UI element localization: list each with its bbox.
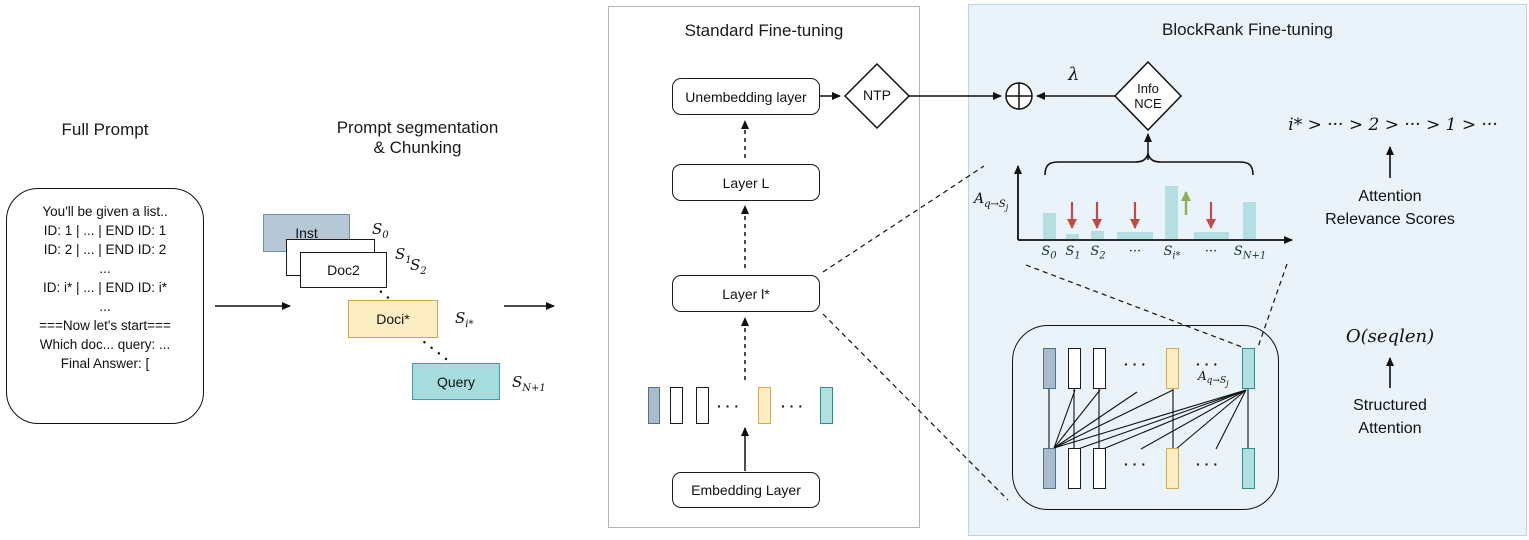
attn-top-block-doc: [1068, 348, 1081, 389]
layer-lstar-box: Layer l*: [672, 275, 820, 312]
segment-tag-sn1: SN+1: [512, 373, 546, 394]
attn-top-block-query: [1242, 348, 1255, 389]
full-prompt-title: Full Prompt: [61, 120, 149, 139]
attn-top-block-inst: [1043, 348, 1056, 389]
standard-panel-title: Standard Fine-tuning: [684, 21, 844, 40]
bar-sn1: [1243, 202, 1256, 239]
prompt-line: ID: i* | ... | END ID: i*: [42, 280, 168, 295]
prompt-line: ID: 1 | ... | END ID: 1: [43, 223, 167, 238]
attention-relevance-caption: Attention Relevance Scores: [1325, 188, 1455, 229]
chart-y-axis-label: Aq→Sj: [974, 191, 1009, 212]
attn-bottom-block-inst: [1043, 448, 1056, 489]
layer-L-box: Layer L: [672, 164, 820, 201]
bar-s2: [1091, 231, 1104, 239]
tick-s0: S0: [1041, 244, 1057, 262]
bar-mid: [1194, 232, 1229, 239]
ntp-label: NTP: [863, 87, 891, 103]
token-block-query: [820, 387, 833, 424]
structured-attention-caption: Structured Attention: [1353, 397, 1427, 438]
ellipsis-dots: ···: [1124, 456, 1150, 472]
segment-tag-s1: S1: [395, 245, 412, 266]
token-block-doc: [670, 387, 683, 424]
segment-tag-s2: S2: [410, 256, 427, 277]
complexity-label: O(seqlen): [1345, 326, 1435, 347]
bar-s0: [1043, 213, 1056, 239]
token-block-doc: [696, 387, 709, 424]
prompt-line: Which doc... query: ...: [39, 337, 171, 352]
bar-mid: [1117, 232, 1153, 239]
blockrank-panel-title: BlockRank Fine-tuning: [1161, 20, 1334, 39]
ranking-expression: i* > ··· > 2 > ··· > 1 > ···: [1288, 115, 1498, 135]
unembedding-layer-box: Unembedding layer: [672, 78, 820, 115]
ellipsis-dots: ···: [1196, 356, 1222, 372]
tick-s1: S1: [1065, 244, 1081, 262]
prompt-line: ...: [99, 299, 111, 314]
prompt-line: ID: 2 | ... | END ID: 2: [43, 242, 167, 257]
segment-tag-sistar: Si*: [455, 309, 474, 330]
tick-sistar: Si*: [1163, 244, 1181, 262]
ellipsis-dots: ···: [1124, 356, 1150, 372]
bar-s1: [1066, 234, 1079, 239]
tick-sn1: SN+1: [1233, 244, 1267, 262]
token-block-docstar: [758, 387, 771, 424]
prompt-line: Final Answer: [: [60, 356, 150, 371]
tick-mid: ···: [1128, 244, 1142, 259]
attn-bottom-block-docstar: [1166, 448, 1179, 489]
aq-attention-label: Aq→Sj: [1198, 369, 1229, 389]
chunk-card-doc2: Doc2: [300, 252, 387, 288]
attn-top-block-docstar: [1166, 348, 1179, 389]
ellipsis-dots: ···: [781, 398, 807, 414]
full-prompt-box: You'll be given a list.. ID: 1 | ... | E…: [6, 188, 204, 424]
prompt-line: You'll be given a list..: [42, 204, 168, 219]
segmentation-title: Prompt segmentation & Chunking: [336, 118, 499, 157]
lambda-label: λ: [1068, 64, 1080, 85]
prompt-line: ===Now let's start===: [39, 318, 171, 333]
chunk-card-query: Query: [412, 363, 500, 400]
prompt-line: ...: [99, 261, 111, 276]
ellipsis-dots: ···: [717, 398, 743, 414]
segment-tag-s0: S0: [372, 220, 389, 241]
tick-s2: S2: [1090, 244, 1106, 262]
chunk-card-docstar: Doci*: [348, 300, 438, 338]
bar-sistar: [1165, 186, 1178, 239]
ellipsis-dots: ···: [1196, 456, 1222, 472]
tick-mid: ···: [1204, 244, 1218, 259]
attn-bottom-block-doc: [1068, 448, 1081, 489]
attn-top-block-doc: [1093, 348, 1106, 389]
token-block-inst: [648, 387, 660, 424]
attn-bottom-block-query: [1242, 448, 1255, 489]
embedding-layer-box: Embedding Layer: [672, 472, 820, 508]
attn-bottom-block-doc: [1093, 448, 1106, 489]
